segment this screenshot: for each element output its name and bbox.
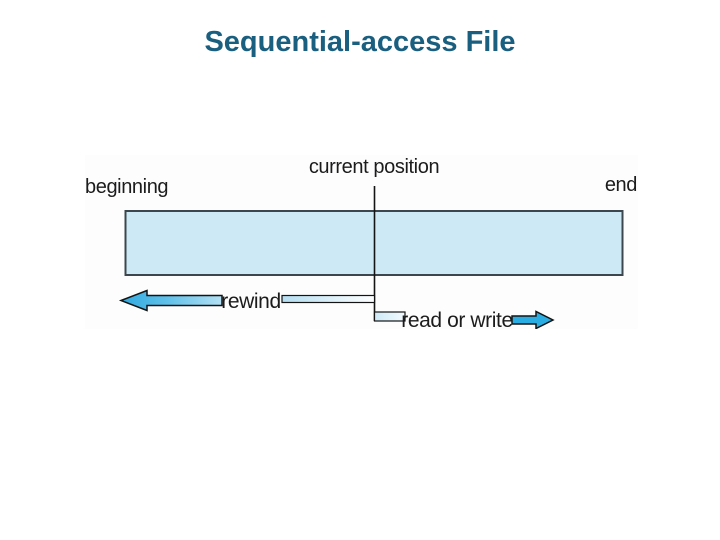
label-read-or-write: read or write bbox=[401, 309, 513, 332]
label-end: end bbox=[604, 174, 638, 196]
label-current-position: current position bbox=[308, 156, 440, 178]
read-write-bar bbox=[373, 311, 406, 322]
label-rewind: rewind bbox=[221, 290, 281, 313]
label-beginning: beginning bbox=[85, 176, 169, 198]
sequential-access-diagram: beginning current position end rewind re… bbox=[85, 155, 638, 332]
read-write-arrow-icon bbox=[511, 310, 555, 329]
rewind-tail-bar bbox=[281, 294, 376, 304]
diagram-shapes bbox=[118, 186, 624, 329]
rewind-arrow-icon bbox=[118, 289, 223, 312]
page-title: Sequential-access File bbox=[204, 26, 516, 58]
